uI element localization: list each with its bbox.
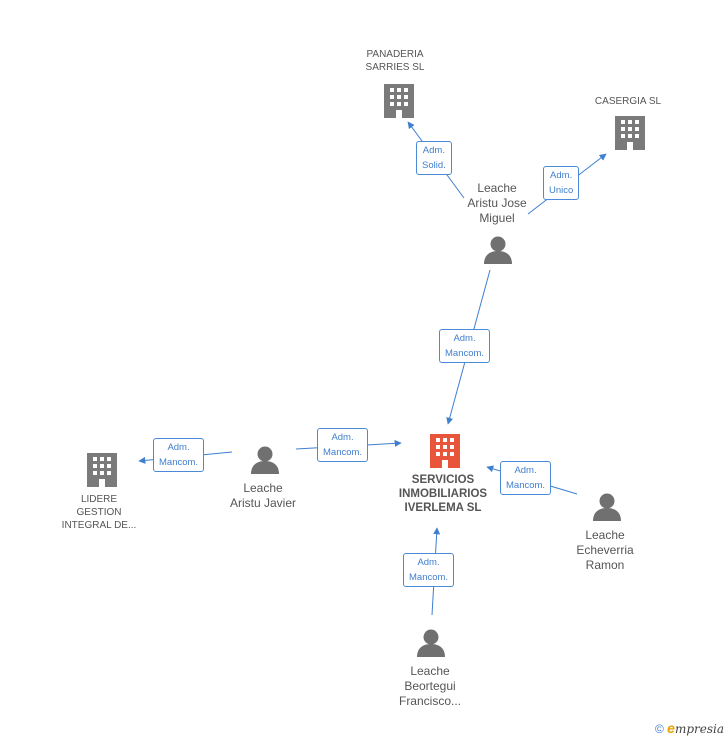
person-icon[interactable] — [593, 493, 621, 522]
node-label-francisco[interactable]: Leache Beortegui Francisco... — [398, 664, 461, 708]
edge-label-miguel-servicios[interactable]: Adm. Mancom. — [439, 329, 491, 363]
node-label-casergia[interactable]: CASERGIA SL — [594, 96, 662, 107]
edge-label-javier-servicios[interactable]: Adm. Mancom. — [317, 428, 369, 462]
person-icon[interactable] — [417, 629, 445, 658]
brand-name: mpresia — [674, 722, 724, 736]
edge-label-ramon-servicios[interactable]: Adm. Mancom. — [500, 461, 552, 495]
node-label-ramon[interactable]: Leache Echeverria Ramon — [576, 528, 634, 572]
building-icon[interactable] — [384, 84, 414, 118]
edge-label-javier-lidere[interactable]: Adm. Mancom. — [153, 438, 205, 472]
brand-initial: e — [667, 720, 675, 736]
node-label-lidere[interactable]: LIDERE GESTION INTEGRAL DE... — [61, 494, 137, 531]
person-icon[interactable] — [251, 446, 279, 475]
main-building-icon[interactable] — [430, 434, 460, 468]
footer-brand: © empresia — [655, 720, 724, 736]
edge-label-francisco-servicios[interactable]: Adm. Mancom. — [403, 553, 455, 587]
building-icon[interactable] — [615, 116, 645, 150]
node-label-miguel[interactable]: Leache Aristu Jose Miguel — [467, 181, 527, 225]
node-label-panaderia[interactable]: PANADERIA SARRIES SL — [365, 49, 425, 73]
building-icon[interactable] — [87, 453, 117, 487]
person-icon[interactable] — [484, 236, 512, 265]
edge-label-miguel-casergia[interactable]: Adm. Unico — [543, 166, 580, 200]
node-label-javier[interactable]: Leache Aristu Javier — [229, 481, 297, 510]
node-label-servicios[interactable]: SERVICIOS INMOBILIARIOS IVERLEMA SL — [398, 474, 488, 514]
edge-label-miguel-panaderia[interactable]: Adm. Solid. — [416, 141, 452, 175]
copyright-icon: © — [654, 722, 664, 736]
